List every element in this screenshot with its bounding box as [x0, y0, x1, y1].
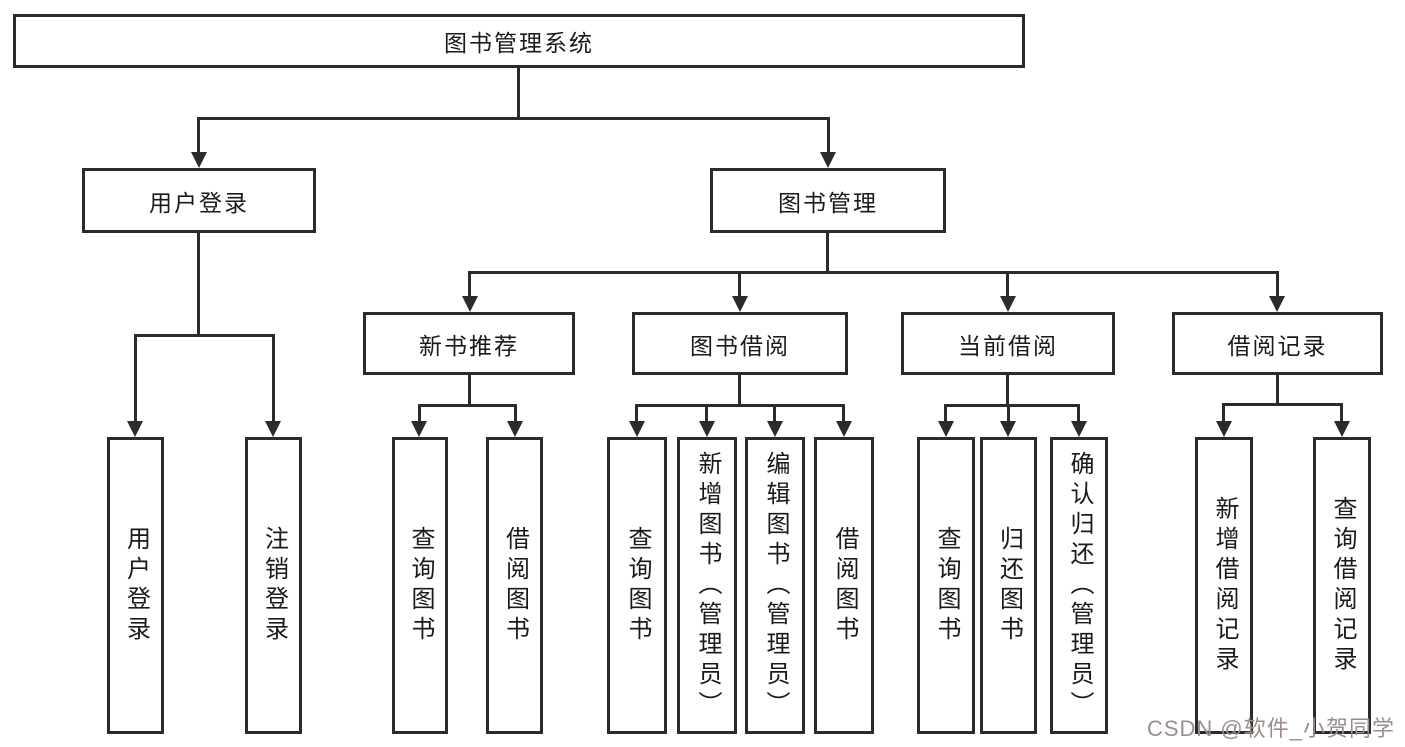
node-library-management-system: 图书管理系统	[13, 14, 1025, 68]
arrowhead-down	[1000, 296, 1016, 312]
connector-line	[826, 233, 829, 274]
leaf-confirm-return-admin: 确认归还（管理员）	[1050, 437, 1108, 734]
arrowhead-down	[265, 421, 281, 437]
leaf-query-borrow-record: 查询借阅记录	[1313, 437, 1371, 734]
leaf-label: 确认归还（管理员）	[1066, 450, 1093, 721]
leaf-label: 新增借阅记录	[1211, 495, 1238, 676]
connector-line	[1077, 404, 1080, 423]
node-label: 图书管理	[778, 189, 878, 216]
leaf-label: 借阅图书	[501, 525, 529, 646]
connector-line	[1340, 403, 1343, 423]
node-label: 新书推荐	[419, 332, 519, 359]
leaf-query-books-borrowing: 查询图书	[607, 437, 667, 734]
connector-line	[944, 404, 1080, 407]
connector-line	[1222, 403, 1343, 406]
connector-line	[418, 404, 421, 423]
leaf-label: 查询图书	[933, 525, 960, 646]
connector-line	[197, 233, 200, 337]
connector-line	[705, 404, 708, 423]
connector-line	[197, 117, 830, 120]
arrowhead-down	[127, 421, 143, 437]
leaf-borrow-books: 借阅图书	[814, 437, 874, 734]
arrowhead-down	[836, 421, 852, 437]
connector-line	[272, 334, 275, 421]
connector-line	[827, 117, 830, 153]
node-user-login: 用户登录	[82, 168, 316, 233]
connector-line	[517, 66, 520, 119]
arrowhead-down	[462, 296, 478, 312]
leaf-label: 用户登录	[122, 525, 150, 646]
connector-line	[468, 271, 1278, 274]
leaf-label: 归还图书	[995, 525, 1023, 646]
node-label: 图书借阅	[690, 332, 790, 359]
leaf-add-borrow-record: 新增借阅记录	[1195, 437, 1253, 734]
arrowhead-down	[1269, 296, 1285, 312]
arrowhead-down	[1334, 421, 1350, 437]
leaf-label: 新增图书（管理员）	[694, 450, 721, 721]
node-label: 图书管理系统	[444, 30, 594, 56]
arrowhead-down	[411, 421, 427, 437]
arrowhead-down	[938, 421, 954, 437]
connector-line	[1276, 271, 1279, 298]
arrowhead-down	[820, 152, 836, 168]
arrowhead-down	[767, 421, 783, 437]
leaf-logout: 注销登录	[245, 437, 302, 734]
leaf-edit-books-admin: 编辑图书（管理员）	[745, 437, 805, 734]
arrowhead-down	[629, 421, 645, 437]
connector-line	[514, 404, 517, 423]
leaf-query-books-recommend: 查询图书	[392, 437, 448, 734]
connector-line	[468, 375, 471, 407]
arrowhead-down	[1071, 421, 1087, 437]
connector-line	[134, 334, 275, 337]
connector-line	[738, 375, 741, 407]
arrowhead-down	[191, 152, 207, 168]
connector-line	[1007, 404, 1010, 423]
leaf-label: 编辑图书（管理员）	[762, 450, 789, 721]
node-book-management: 图书管理	[710, 168, 946, 233]
leaf-borrow-books-recommend: 借阅图书	[486, 437, 543, 734]
leaf-label: 查询借阅记录	[1329, 495, 1356, 676]
leaf-add-books-admin: 新增图书（管理员）	[677, 437, 737, 734]
connector-line	[1006, 271, 1009, 298]
leaf-label: 注销登录	[260, 525, 288, 646]
node-borrowing-records: 借阅记录	[1172, 312, 1383, 375]
node-label: 用户登录	[149, 189, 249, 216]
arrowhead-down	[507, 421, 523, 437]
connector-line	[635, 404, 845, 407]
arrowhead-down	[1216, 421, 1232, 437]
csdn-watermark: CSDN @软件_小贺同学	[1146, 716, 1395, 741]
connector-line	[197, 117, 200, 153]
connector-line	[944, 404, 947, 423]
connector-line	[635, 404, 638, 423]
connector-line	[418, 404, 516, 407]
arrowhead-down	[1000, 421, 1016, 437]
connector-line	[738, 271, 741, 298]
node-label: 借阅记录	[1227, 332, 1328, 359]
connector-line	[134, 334, 137, 421]
arrowhead-down	[732, 296, 748, 312]
connector-line	[468, 271, 471, 298]
leaf-label: 查询图书	[407, 525, 434, 646]
node-book-borrowing: 图书借阅	[632, 312, 848, 375]
node-label: 当前借阅	[958, 332, 1058, 359]
leaf-label: 借阅图书	[831, 525, 858, 646]
arrowhead-down	[699, 421, 715, 437]
connector-line	[1222, 403, 1225, 423]
leaf-return-books: 归还图书	[980, 437, 1037, 734]
leaf-label: 查询图书	[624, 525, 651, 646]
node-current-borrowing: 当前借阅	[901, 312, 1115, 375]
leaf-query-books-current: 查询图书	[917, 437, 975, 734]
connector-line	[842, 404, 845, 423]
connector-line	[1276, 375, 1279, 406]
connector-line	[1006, 375, 1009, 407]
connector-line	[773, 404, 776, 423]
node-new-book-recommendation: 新书推荐	[363, 312, 575, 375]
leaf-user-login: 用户登录	[107, 437, 164, 734]
